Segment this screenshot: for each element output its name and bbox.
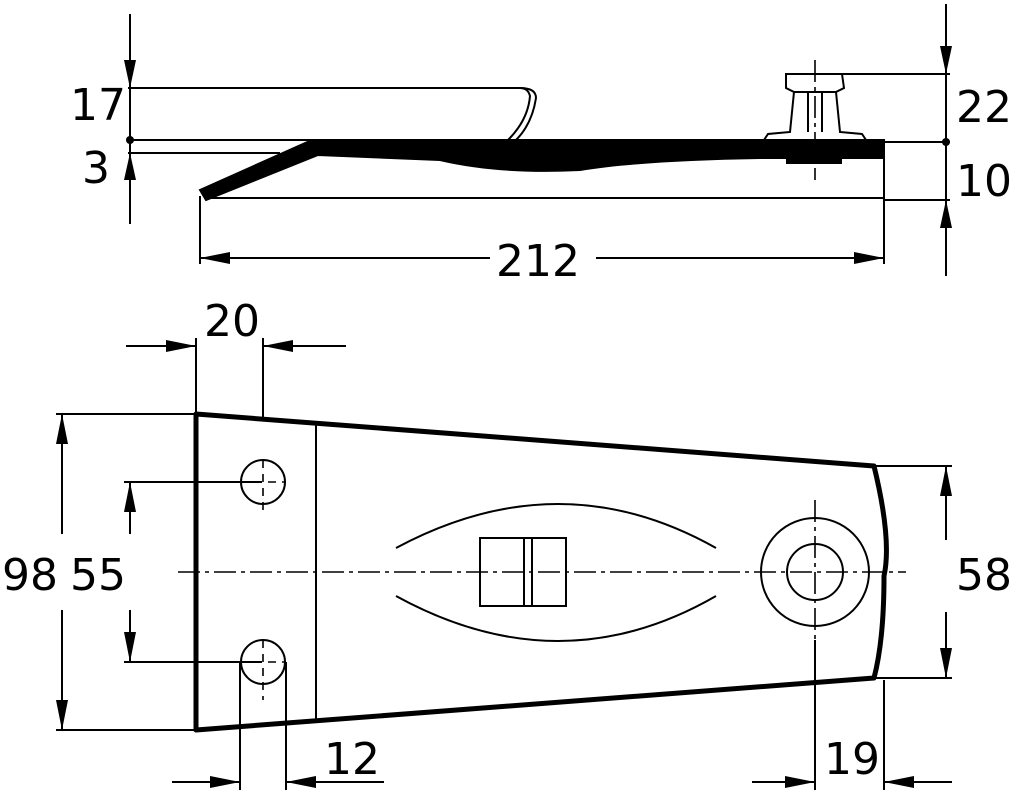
- arrow-12-left: [210, 776, 240, 788]
- arrow-3-up: [124, 153, 136, 180]
- side-view: 17 3 22 10 212: [70, 4, 1012, 287]
- dim-label-98: 98: [2, 550, 58, 601]
- dim-label-22: 22: [956, 82, 1012, 133]
- arrow-19-left: [785, 776, 815, 788]
- arrow-20-right: [263, 340, 293, 352]
- arrow-12-right: [286, 776, 316, 788]
- side-pin-knob-inner: [794, 91, 836, 132]
- arrow-55-up: [124, 482, 136, 512]
- arrow-20-left: [166, 340, 196, 352]
- arrow-55-down: [124, 632, 136, 662]
- dim-label-19: 19: [824, 734, 880, 785]
- arrow-17-down: [124, 60, 136, 88]
- arrow-98-up: [56, 414, 68, 444]
- arrow-10-up: [940, 200, 952, 228]
- side-dim-dot-right: [942, 138, 950, 146]
- arrow-212-left: [200, 252, 230, 264]
- arrow-98-down: [56, 700, 68, 730]
- side-pin-base: [786, 150, 842, 164]
- side-lever-upper-inner: [515, 87, 538, 141]
- top-view: 20 98 55 58 12 19: [2, 296, 1012, 790]
- dim-label-55: 55: [70, 550, 126, 601]
- arrow-58-down: [940, 648, 952, 678]
- hole-lower-center-mark: [240, 640, 286, 700]
- dim-label-3: 3: [82, 143, 110, 194]
- side-dim-dot-left: [126, 136, 134, 144]
- dim-label-12: 12: [324, 734, 380, 785]
- dim-label-10: 10: [956, 156, 1012, 207]
- dim-label-20: 20: [204, 296, 260, 347]
- dim-label-212: 212: [496, 236, 580, 287]
- arrow-22-down: [940, 46, 952, 74]
- dim-label-58: 58: [956, 550, 1012, 601]
- top-plate-outline: [193, 411, 889, 733]
- arrow-58-up: [940, 466, 952, 496]
- top-emboss-lower: [395, 595, 717, 642]
- dim-label-17: 17: [70, 80, 126, 131]
- side-plate: [198, 139, 885, 202]
- top-emboss-upper: [395, 503, 717, 549]
- arrow-212-right: [854, 252, 884, 264]
- arrow-19-right: [884, 776, 914, 788]
- side-lever-upper: [130, 87, 532, 141]
